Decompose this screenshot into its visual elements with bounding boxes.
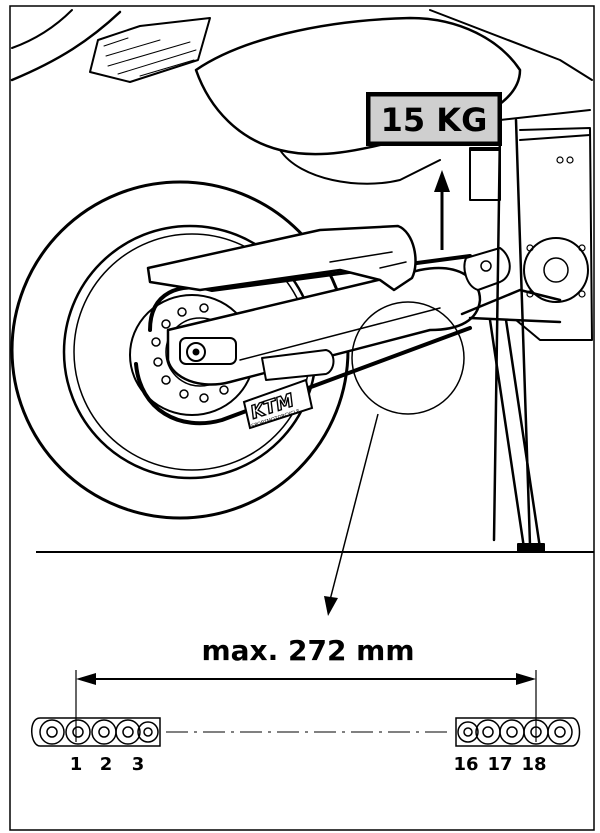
swingarm [166, 266, 482, 386]
frame-top-2 [469, 109, 591, 151]
rear-body-inner [11, 9, 73, 49]
link-number-16: 16 [453, 754, 478, 775]
stand-foot [517, 543, 545, 553]
rear-body-outline [10, 10, 122, 82]
pointer-arrow [324, 413, 379, 616]
link-number-1: 1 [70, 754, 83, 775]
fender-edge [279, 149, 441, 185]
link-numbers: 1 2 3 16 17 18 [70, 754, 547, 775]
linkage-bolt [480, 260, 492, 272]
engine-outline [515, 127, 593, 341]
engine-cover-center [543, 257, 569, 283]
chain-slider [261, 349, 335, 381]
brake-lever [460, 288, 562, 324]
lift-arrow [434, 170, 450, 250]
chain-guard [146, 224, 417, 292]
page-border [9, 5, 595, 831]
link-number-3: 3 [132, 754, 145, 775]
muffler [89, 17, 211, 83]
muffler-hatch [103, 37, 197, 77]
axle-block [179, 337, 237, 365]
chain-strip [31, 717, 581, 747]
measurement-label: max. 272 mm [201, 634, 414, 667]
fender-bracket [469, 147, 501, 201]
link-number-17: 17 [487, 754, 512, 775]
linkage [463, 247, 511, 291]
weight-label-box: 15 KG [366, 92, 502, 146]
axle-center [192, 348, 200, 356]
detail-circle [351, 301, 465, 415]
side-stand [488, 318, 542, 550]
motorcycle-illustration [10, 9, 593, 553]
engine-bolts [526, 156, 586, 298]
link-number-18: 18 [521, 754, 546, 775]
link-number-2: 2 [100, 754, 113, 775]
dimension-line [75, 670, 537, 742]
engine-cover [523, 237, 589, 303]
frame-top [429, 9, 593, 81]
ktm-logo: KTM SPORTMOTORCYCLE [242, 378, 314, 430]
swingarm-edge [239, 307, 441, 361]
axle-nut [186, 342, 206, 362]
weight-label: 15 KG [381, 101, 488, 139]
chain-guard-rib [329, 251, 407, 269]
